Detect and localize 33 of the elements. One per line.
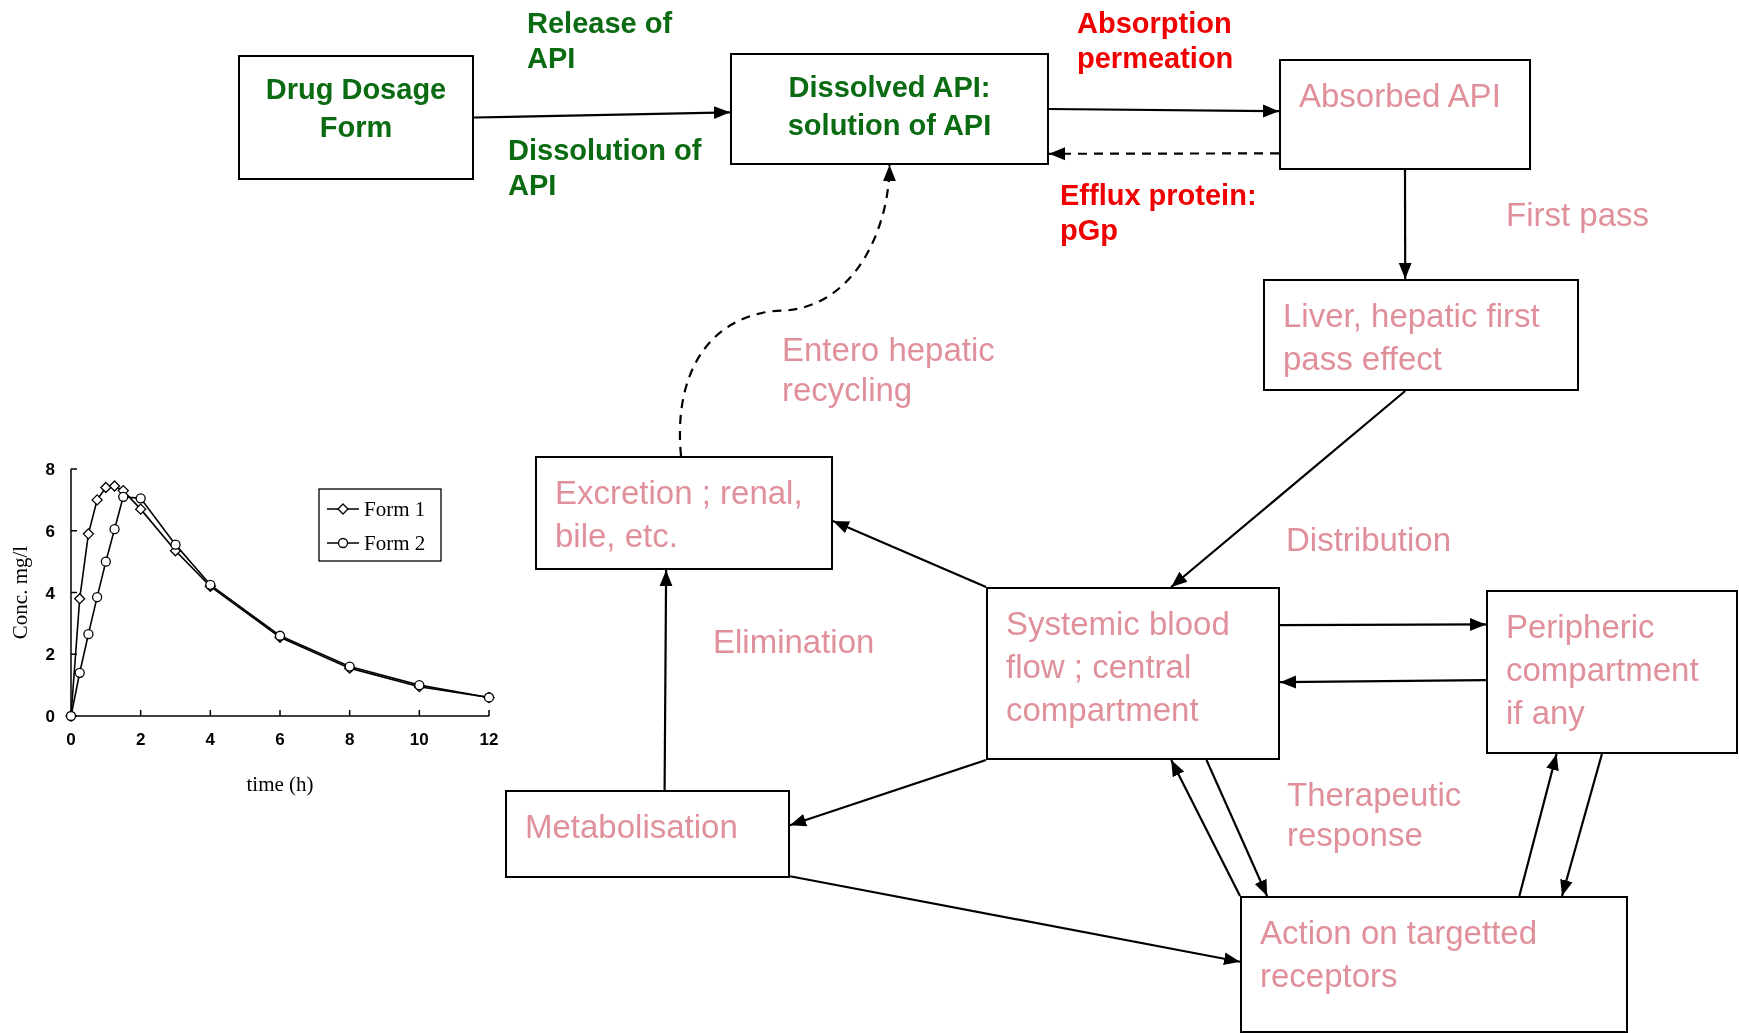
legend-label: Form 2	[364, 531, 426, 555]
tick-label: 10	[409, 730, 429, 749]
axis-title: Conc. mg/l	[8, 545, 32, 640]
edge-label: Entero hepatic recycling	[782, 330, 996, 410]
tick-label: 8	[45, 460, 55, 479]
node-text: Action on targetted receptors	[1260, 913, 1539, 996]
legend-label: Form 1	[364, 497, 426, 521]
tick-label: 2	[45, 645, 55, 665]
edge-label: Elimination	[713, 622, 876, 662]
tick-label: 4	[205, 730, 216, 749]
axis-title: time (h)	[246, 772, 314, 796]
tick-label: 4	[45, 583, 55, 603]
edge-label: Absorption permeation	[1077, 6, 1235, 76]
node-text: Liver, hepatic first pass effect	[1283, 296, 1541, 379]
tick-label: 6	[275, 730, 285, 749]
edge-label: Distribution	[1286, 520, 1453, 560]
tick-label: 2	[135, 730, 146, 749]
node-text: Excretion ; renal, bile, etc.	[555, 473, 804, 556]
tick-label: 0	[66, 730, 76, 749]
node-text: Drug Dosage Form	[264, 72, 448, 145]
tick-label: 0	[45, 707, 55, 726]
edge-label: First pass	[1506, 195, 1651, 235]
tick-label: 12	[479, 730, 499, 749]
tick-label: 6	[45, 521, 55, 541]
node-text: Absorbed API	[1299, 76, 1502, 116]
node-text: Systemic blood flow ; central compartment	[1006, 604, 1231, 730]
edge-label: Efflux protein: pGp	[1060, 178, 1258, 248]
node-text: Metabolisation	[525, 807, 739, 847]
edge-label: Release of API	[527, 6, 674, 76]
tick-label: 8	[344, 730, 355, 749]
node-text: Dissolved API: solution of API	[786, 70, 993, 143]
annotation-text: Dissolution of API	[508, 133, 703, 203]
node-text: Peripheric compartment if any	[1506, 607, 1700, 733]
